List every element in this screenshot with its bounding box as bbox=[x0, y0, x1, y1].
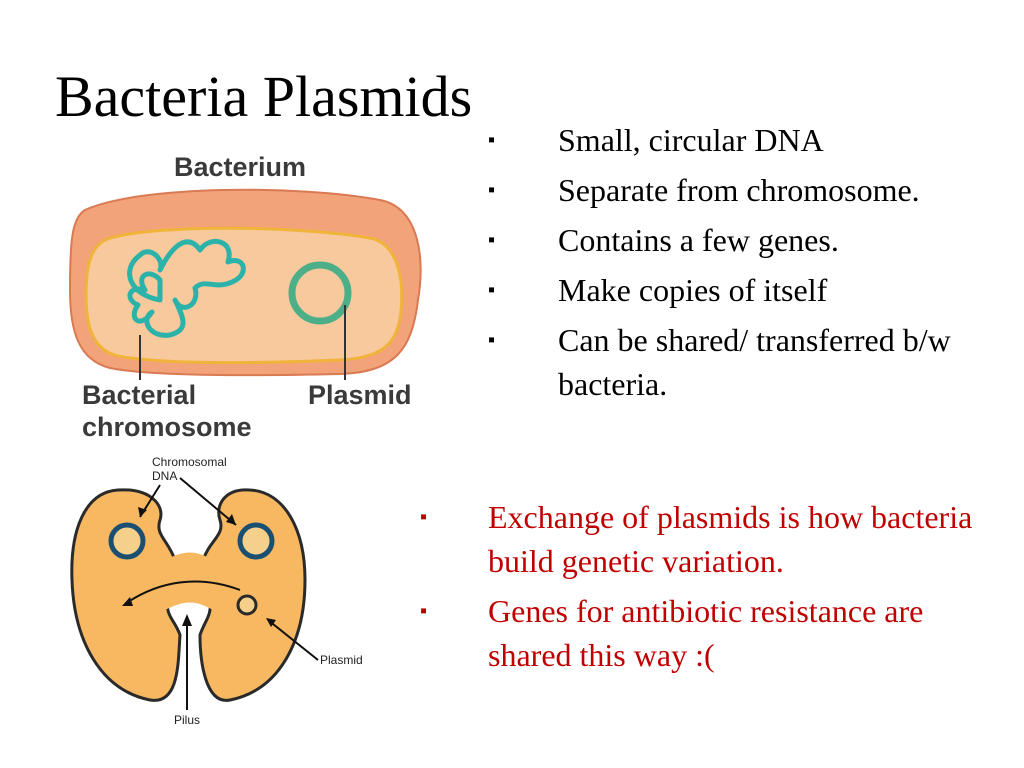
slide-title: Bacteria Plasmids bbox=[55, 64, 473, 129]
right-cell bbox=[198, 488, 307, 702]
dna-label: DNA bbox=[152, 469, 177, 483]
red-bullet-item: ▪ Genes for antibiotic resistance are sha… bbox=[420, 589, 1010, 677]
bacterial-chromosome bbox=[127, 239, 246, 338]
pilus-label: Pilus bbox=[174, 713, 200, 727]
chromosome-label: chromosome bbox=[82, 412, 252, 442]
bullet-list: ▪ Small, circular DNA ▪ Separate from chro… bbox=[488, 118, 988, 412]
chromosomal-label: Chromosomal bbox=[152, 455, 227, 469]
conjugation-diagram: Chromosomal DNA Plasmid Pilu bbox=[70, 455, 363, 727]
bullet-item: ▪ Make copies of itself bbox=[488, 268, 988, 312]
plasmid-arrow bbox=[267, 619, 319, 661]
transfer-arrowhead bbox=[122, 597, 133, 606]
cytoplasm bbox=[84, 226, 404, 365]
bullet-item: ▪ Can be shared/ transferred b/w bacteria… bbox=[488, 318, 988, 406]
red-bullet-list: ▪ Exchange of plasmids is how bacteria bu… bbox=[420, 495, 1010, 683]
bacterium-label: Bacterium bbox=[174, 152, 306, 182]
bullet-text: Contains a few genes. bbox=[558, 222, 839, 258]
bullet-marker: ▪ bbox=[488, 329, 496, 351]
left-chromosome bbox=[108, 522, 146, 560]
arrowhead-right bbox=[226, 514, 236, 525]
bullet-text: Can be shared/ transferred b/w bacteria. bbox=[558, 322, 951, 402]
plasmid-ring bbox=[288, 261, 352, 325]
arrowhead-left bbox=[138, 507, 147, 517]
bullet-marker: ▪ bbox=[420, 600, 428, 622]
right-chromosome bbox=[237, 522, 275, 560]
pilus-arrowhead bbox=[182, 614, 192, 626]
small-plasmid bbox=[236, 594, 258, 616]
bullet-marker: ▪ bbox=[488, 129, 496, 151]
bacterium-diagram: Bacterium Bacterial chromosome Plasmid bbox=[68, 152, 422, 442]
plasmid-label: Plasmid bbox=[308, 380, 412, 410]
bullet-text: Make copies of itself bbox=[558, 272, 828, 308]
red-bullet-text: Exchange of plasmids is how bacteria bui… bbox=[488, 499, 973, 579]
red-bullet-text: Genes for antibiotic resistance are shar… bbox=[488, 593, 924, 673]
bullet-marker: ▪ bbox=[488, 229, 496, 251]
left-cell bbox=[70, 488, 182, 702]
bullet-marker: ▪ bbox=[420, 506, 428, 528]
transfer-arrow bbox=[124, 580, 241, 605]
bullet-text: Small, circular DNA bbox=[558, 122, 824, 158]
bullet-text: Separate from chromosome. bbox=[558, 172, 920, 208]
plasmid-arrowhead bbox=[266, 618, 276, 627]
red-bullet-item: ▪ Exchange of plasmids is how bacteria bu… bbox=[420, 495, 1010, 583]
bullet-item: ▪ Small, circular DNA bbox=[488, 118, 988, 162]
chromosomal-arrow-right bbox=[179, 477, 237, 526]
bottom-plasmid-label: Plasmid bbox=[320, 653, 363, 667]
bacterial-label: Bacterial bbox=[82, 380, 196, 410]
bullet-item: ▪ Contains a few genes. bbox=[488, 218, 988, 262]
bullet-marker: ▪ bbox=[488, 179, 496, 201]
bullet-marker: ▪ bbox=[488, 279, 496, 301]
bullet-item: ▪ Separate from chromosome. bbox=[488, 168, 988, 212]
